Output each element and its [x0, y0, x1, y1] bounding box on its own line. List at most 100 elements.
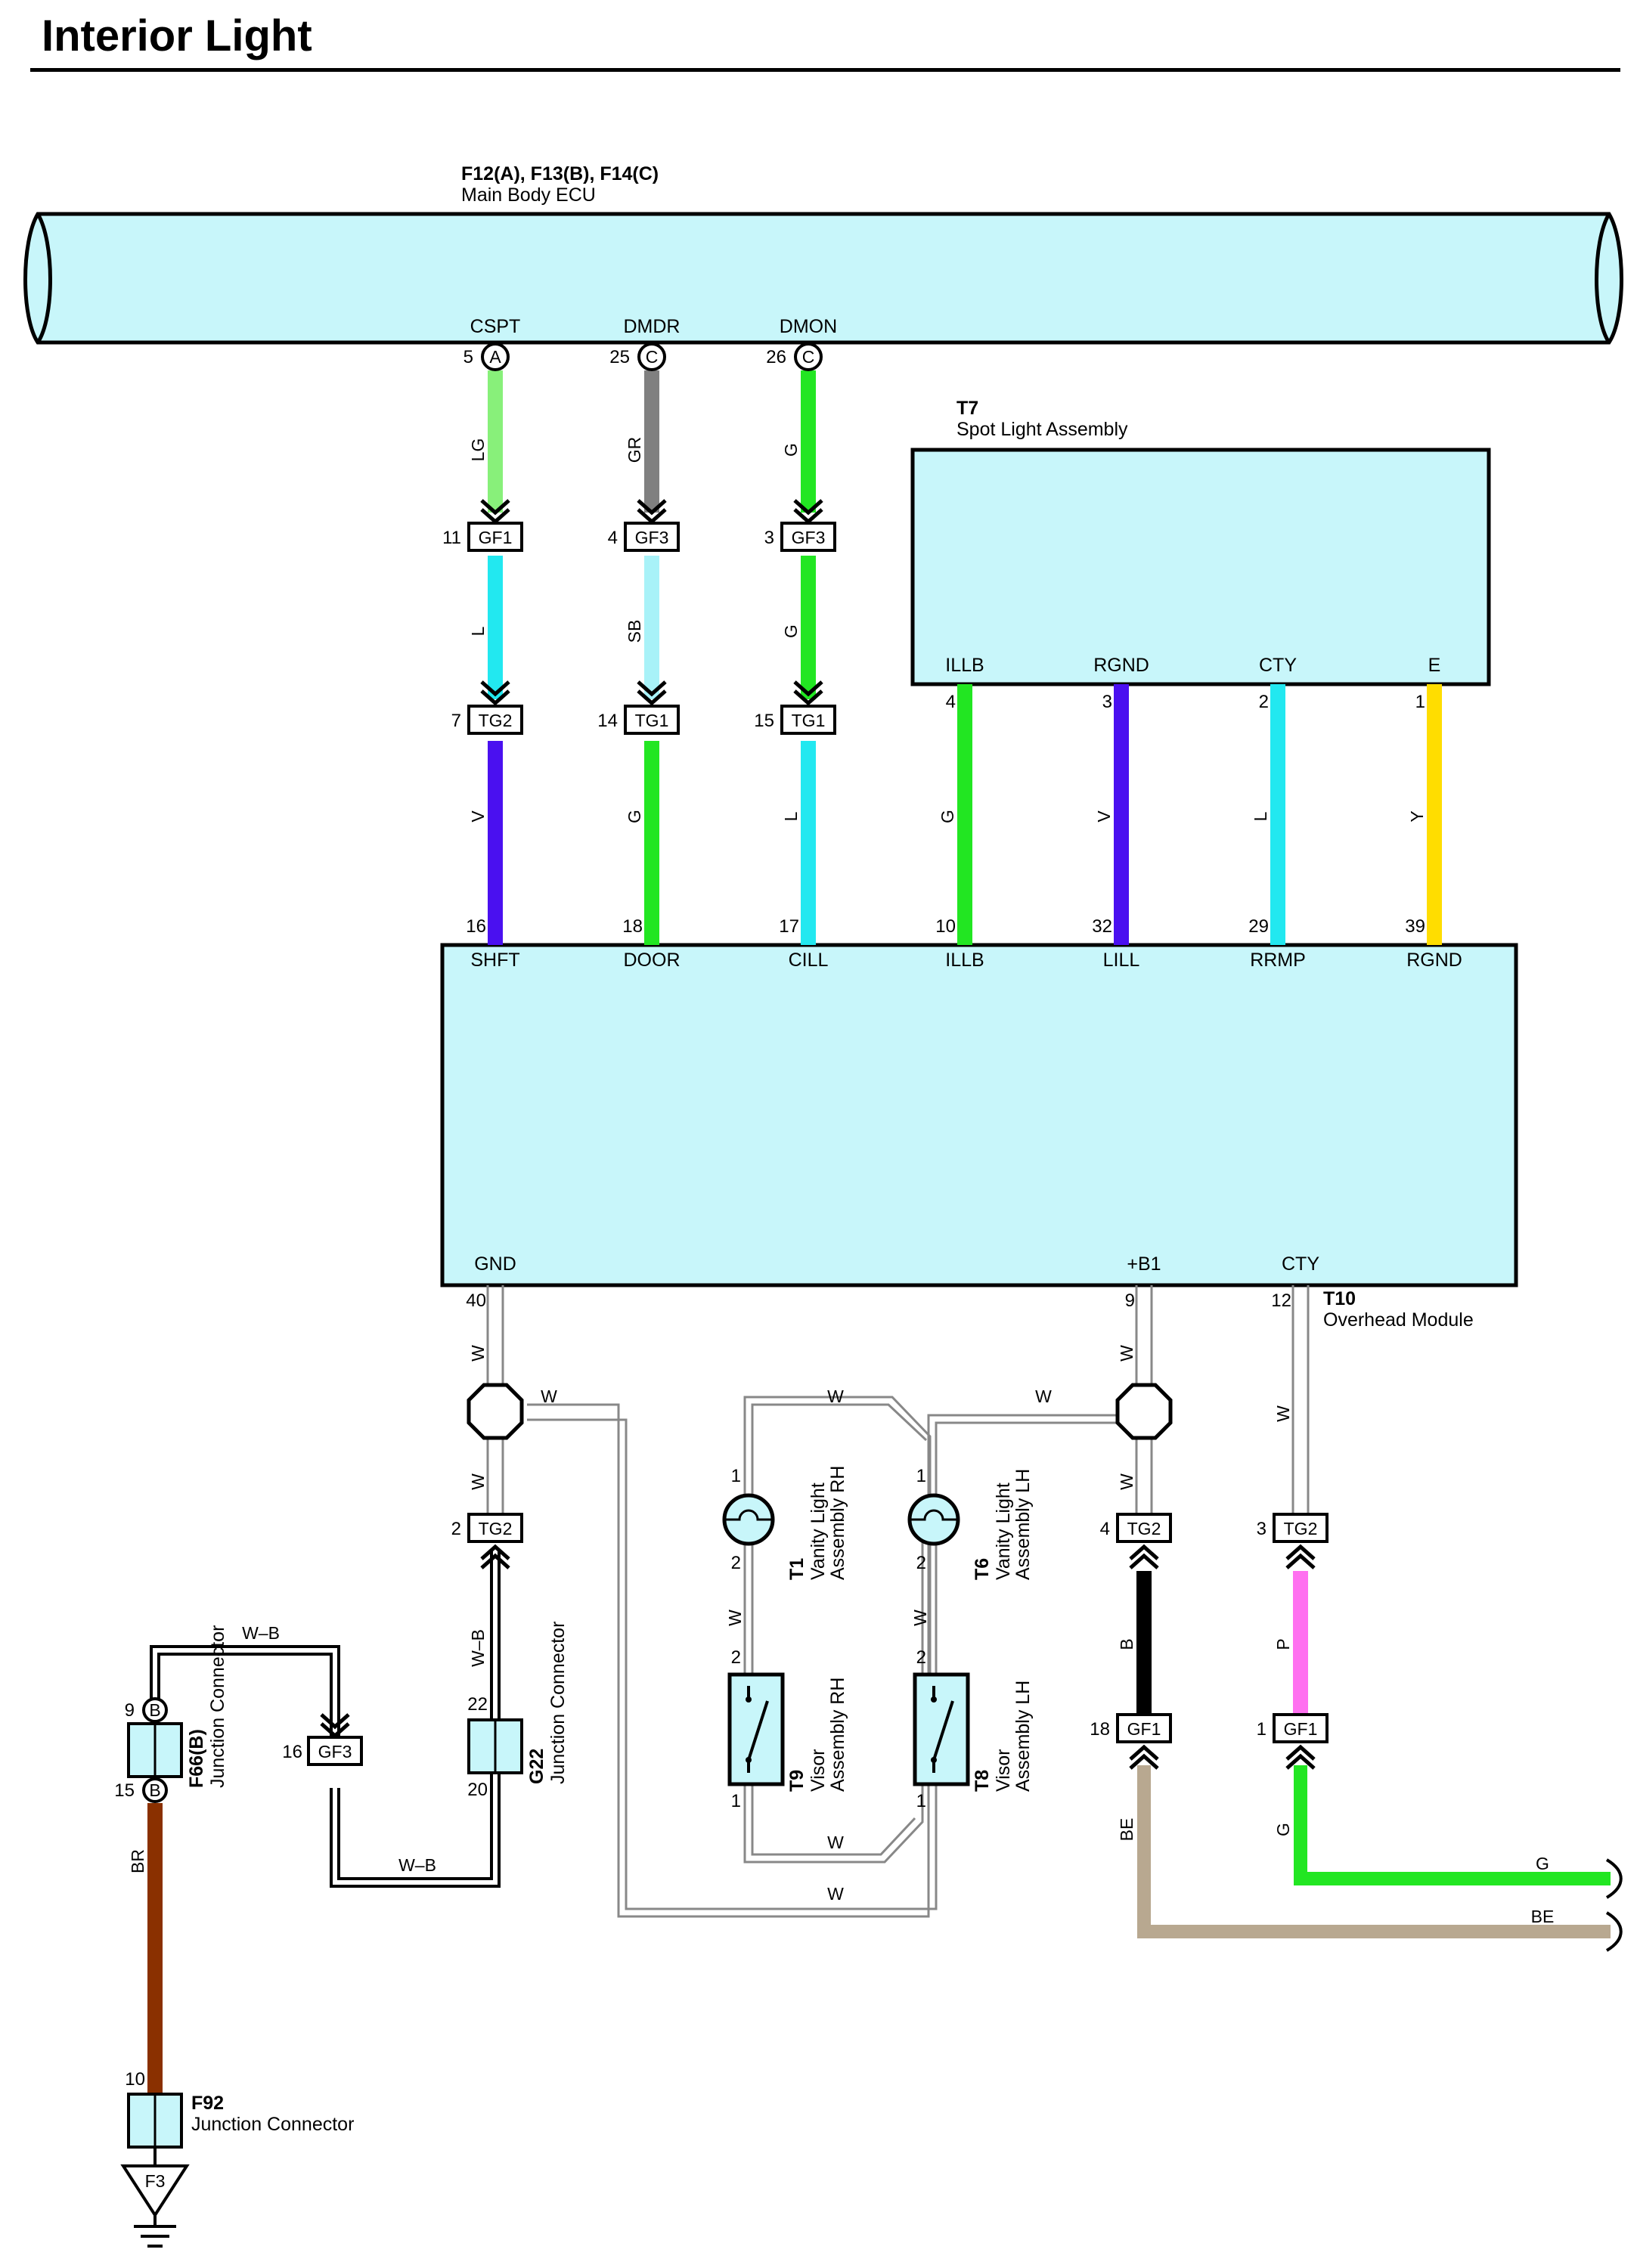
connector-letter: A: [489, 347, 501, 367]
wire-label: V: [468, 810, 488, 823]
ecu-terminal-cspt: CSPT 5 A: [464, 316, 521, 371]
spot-code: T7: [956, 398, 978, 419]
connector-label: GF1: [479, 528, 513, 547]
ecu-terminal-dmon: DMON 26 C: [766, 316, 837, 371]
wire-label: SB: [625, 620, 644, 643]
terminal-name: CSPT: [470, 316, 521, 337]
gf3-connector-left: GF3 16: [282, 1713, 363, 1766]
page-title: Interior Light: [42, 11, 312, 60]
wire-e: [1427, 684, 1442, 945]
spot-light-assembly: T7 Spot Light Assembly: [910, 398, 1491, 686]
wire-label: W: [827, 1833, 844, 1852]
wire-p: [1293, 1571, 1308, 1713]
connector-label: TG2: [479, 711, 513, 730]
component-code: T8: [972, 1770, 993, 1792]
wire-label: W: [1273, 1405, 1293, 1422]
terminal-name: ILLB: [945, 950, 984, 971]
junction-joint: [1115, 1383, 1173, 1440]
junction-joint: [467, 1383, 524, 1440]
pin-number: 7: [451, 711, 461, 731]
terminal-name: DMON: [780, 316, 837, 337]
break-mark: [1605, 1858, 1623, 1899]
wire-label: W–B: [242, 1623, 280, 1643]
wire-label: BE: [1531, 1907, 1555, 1926]
gf1-connector-mid: GF1 18: [1090, 1713, 1172, 1770]
visor-switch-lh: 2 1 T8 Visor Assembly LH: [913, 1647, 1034, 1811]
pin-number: 18: [622, 916, 643, 937]
wire-label: L: [1251, 811, 1270, 821]
tg1-connector: TG1 15: [754, 680, 836, 735]
pin-number: 2: [451, 1519, 461, 1539]
wire-label: W: [827, 1884, 844, 1904]
vanity-light-lh: 1 2 T6 Vanity Light Assembly LH: [907, 1466, 1034, 1580]
terminal-name: DOOR: [624, 950, 681, 971]
pin-number: 1: [731, 1466, 741, 1486]
wire-rgnd: [1114, 684, 1129, 945]
connector-letter: C: [646, 347, 659, 367]
terminal-name: CILL: [789, 950, 829, 971]
wire-column-dmon: [801, 370, 816, 945]
pin-number: 15: [754, 711, 774, 731]
connector-circle: [637, 342, 666, 371]
component-name: Visor: [993, 1749, 1014, 1792]
wire-label: W: [725, 1610, 745, 1626]
wire-lg: [488, 370, 503, 513]
wire-g: [801, 370, 816, 513]
overhead-code: T10: [1323, 1288, 1356, 1309]
wire-label: V: [1094, 810, 1114, 823]
pin-number: 18: [1090, 1719, 1110, 1740]
ecu-terminal-dmdr: DMDR 25 C: [609, 316, 681, 371]
wire-label: W: [827, 1387, 844, 1406]
wb-wire: [150, 1550, 501, 1888]
wire-label: G: [1273, 1823, 1293, 1836]
wire-label: G: [781, 443, 801, 457]
wire-l: [488, 556, 503, 699]
spot-terminals: ILLB RGND CTY E 4 3 2 1: [945, 655, 1440, 712]
wire-label: GR: [625, 437, 644, 463]
component-name: Junction Connector: [207, 1625, 228, 1788]
wire-label: W: [1117, 1473, 1136, 1490]
terminal-name: E: [1428, 655, 1441, 676]
component-name: Junction Connector: [191, 2114, 354, 2135]
component-code: G22: [526, 1749, 547, 1784]
pin-number: 2: [916, 1553, 926, 1573]
wire-label: L: [468, 626, 488, 636]
overhead-body: [440, 943, 1518, 1287]
wire-v: [488, 741, 503, 945]
pin-number: 2: [1259, 692, 1269, 712]
lower-wire-labels: W W W W–B W–B W–B BR W W W W W W W W B B…: [128, 1345, 1554, 1926]
wire-column-dmdr: [644, 370, 659, 945]
pin-number: 39: [1405, 916, 1425, 937]
pin-number: 10: [125, 2069, 145, 2090]
g22-junction-connector: 22 20 G22 Junction Connector: [467, 1622, 569, 1800]
wire-label: BR: [128, 1849, 147, 1873]
wire-label: W: [1035, 1387, 1052, 1406]
ecu-left-edge: [36, 212, 52, 344]
pin-number: 25: [609, 347, 630, 367]
wire-label: LG: [468, 438, 488, 462]
pin-number: 1: [916, 1791, 926, 1811]
wire-label: P: [1273, 1638, 1293, 1650]
wire-label: BE: [1117, 1818, 1136, 1842]
component-name: Assembly LH: [1012, 1681, 1034, 1792]
connector-label: TG2: [479, 1519, 513, 1538]
pin-number: 20: [467, 1780, 488, 1800]
pin-number: 9: [1125, 1290, 1135, 1311]
gf3-connector: GF3 4: [608, 499, 680, 552]
component-name: Vanity Light: [993, 1483, 1014, 1580]
ground-symbol: F3: [120, 2147, 190, 2248]
connector-label: GF1: [1284, 1719, 1318, 1739]
pin-number: 12: [1271, 1290, 1291, 1311]
spot-light-body: [910, 448, 1491, 686]
wire-label: W–B: [398, 1855, 436, 1875]
wire-label: G: [938, 810, 957, 823]
f66-junction-connector: B B 9 15 F66(B) Junction Connector: [114, 1625, 228, 1803]
ecu-name: Main Body ECU: [461, 184, 596, 206]
wire-label: W: [910, 1610, 930, 1626]
component-name: Vanity Light: [808, 1483, 829, 1580]
overhead-name: Overhead Module: [1323, 1309, 1474, 1331]
terminal-name: +B1: [1127, 1253, 1161, 1275]
pin-number: 4: [946, 692, 956, 712]
component-name: Assembly RH: [827, 1466, 848, 1580]
